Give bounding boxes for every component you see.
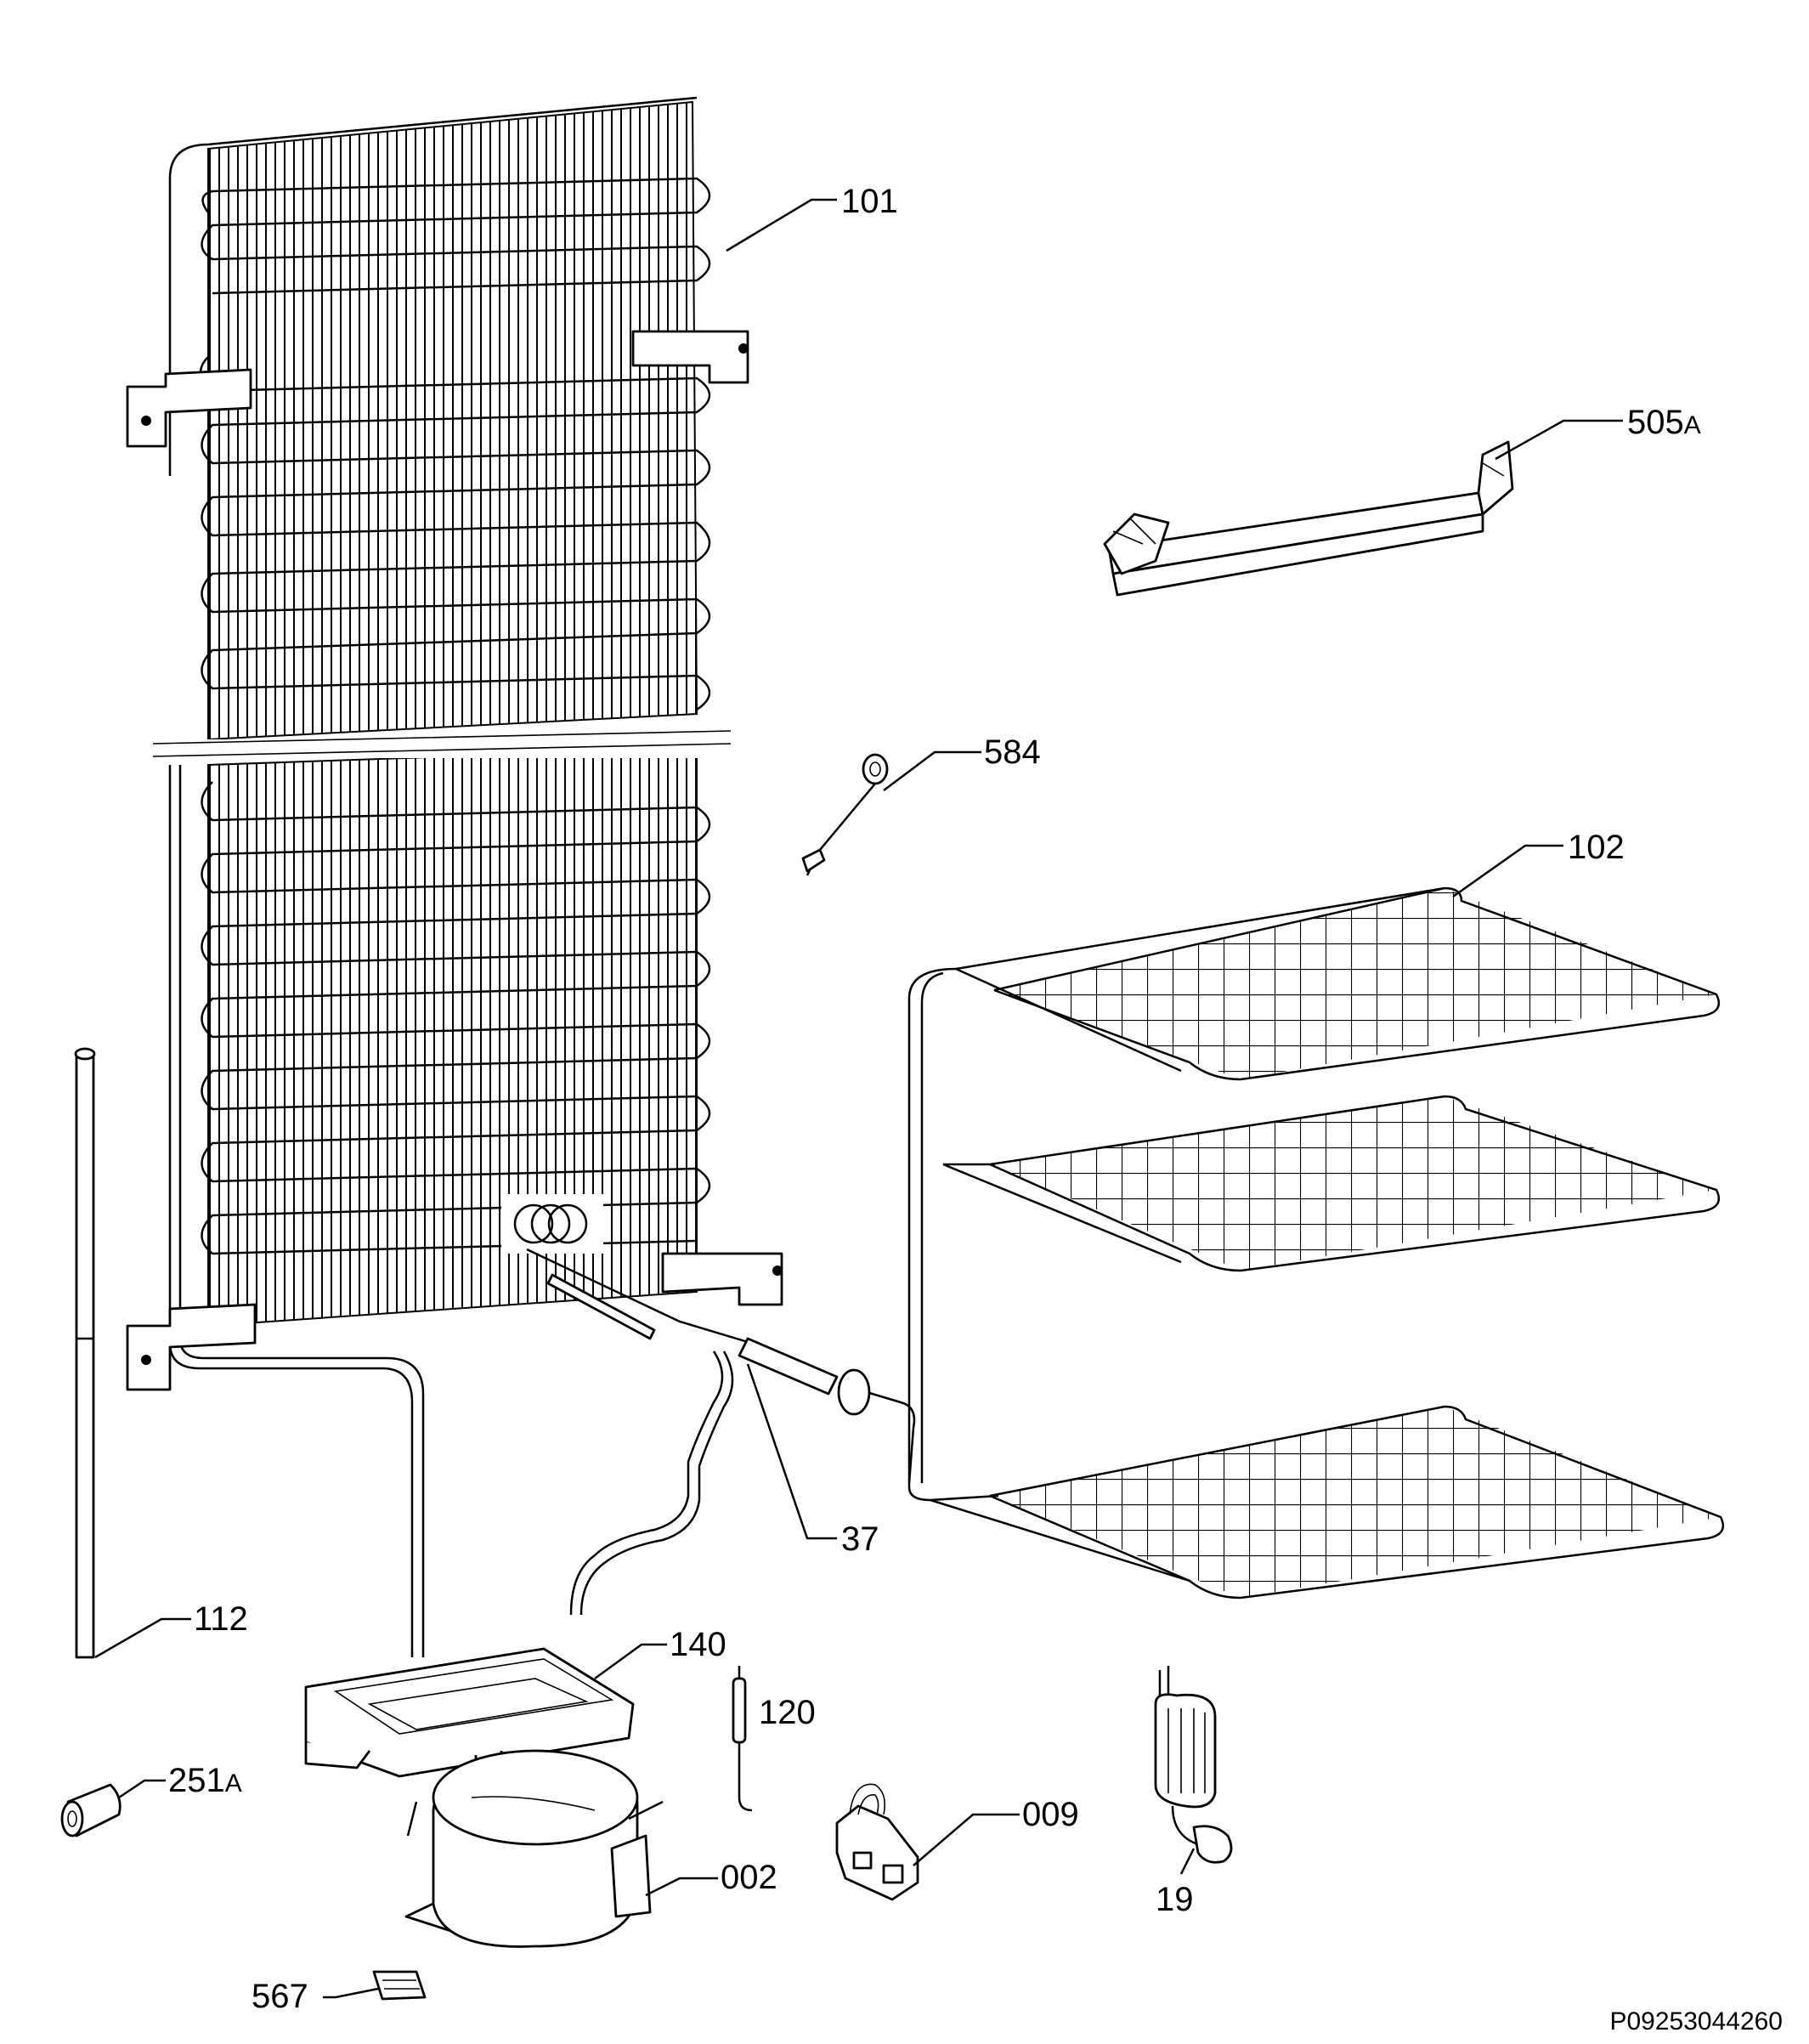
- rubber-grommet: [60, 1783, 122, 1837]
- svg-text:120: 120: [759, 1694, 816, 1731]
- svg-text:567: 567: [252, 1978, 308, 2015]
- svg-text:101: 101: [841, 183, 898, 220]
- callout-101: 101: [726, 183, 898, 252]
- filter-drier-capillary: [526, 1248, 916, 1484]
- callout-37: 37: [746, 1363, 879, 1558]
- svg-text:140: 140: [670, 1626, 726, 1663]
- starter-relay: [835, 1783, 919, 1901]
- callout-102: 102: [1452, 829, 1625, 898]
- svg-text:251A: 251A: [168, 1762, 242, 1799]
- shelf-support-bar: [1103, 440, 1514, 597]
- heater-cable-assembly: [1154, 1666, 1233, 1864]
- drain-tube: [74, 1047, 96, 1659]
- rating-plate-strip: [372, 1970, 427, 2001]
- svg-text:112: 112: [194, 1600, 248, 1638]
- evaporator-shelves: [907, 886, 1725, 1600]
- svg-text:002: 002: [721, 1859, 777, 1896]
- condenser: [126, 96, 783, 1657]
- compressor-mounting-tray: [304, 1647, 635, 1782]
- thermal-protector: [732, 1666, 753, 1812]
- callout-584: 584: [883, 733, 1041, 791]
- callout-567: 567: [252, 1978, 379, 2015]
- svg-text:009: 009: [1022, 1796, 1079, 1833]
- callout-19: 19: [1156, 1848, 1196, 1918]
- callout-120: 120: [759, 1694, 816, 1731]
- svg-text:19: 19: [1156, 1881, 1194, 1918]
- drawing-reference-code: P09253044260: [1609, 2007, 1783, 2036]
- callout-009: 009: [913, 1796, 1079, 1866]
- svg-text:505A: 505A: [1627, 404, 1701, 441]
- callout-112: 112: [94, 1600, 248, 1659]
- svg-text:37: 37: [841, 1520, 879, 1558]
- svg-text:584: 584: [984, 733, 1041, 771]
- compressor: [404, 1749, 664, 1948]
- callout-505a: 505A: [1495, 404, 1701, 461]
- callout-251a: 251A: [118, 1762, 242, 1799]
- svg-text:102: 102: [1568, 829, 1625, 866]
- callout-002: 002: [645, 1859, 777, 1897]
- callout-140: 140: [594, 1626, 726, 1680]
- temperature-sensor-probe: [801, 753, 889, 876]
